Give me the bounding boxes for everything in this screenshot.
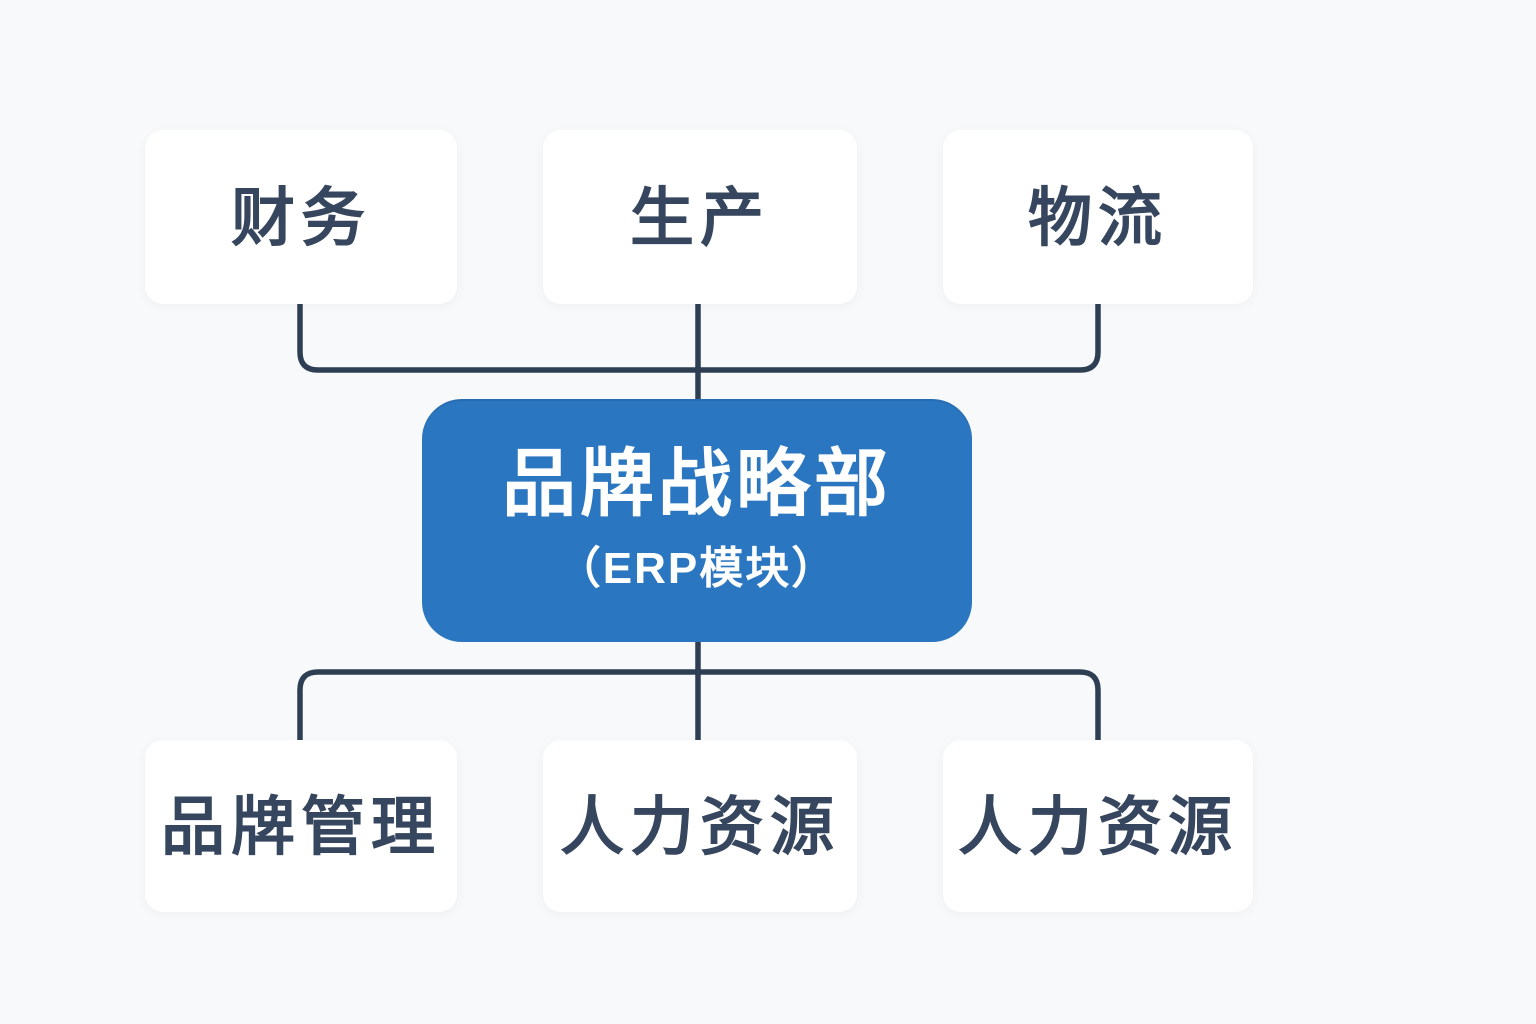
node-brand-strategy-subtitle: （ERP模块） <box>556 544 838 594</box>
node-brand-strategy-dept: 品牌战略部 （ERP模块） <box>422 399 972 642</box>
connector-stroke-group <box>297 304 1101 740</box>
node-human-resources-1-label: 人力资源 <box>560 791 840 863</box>
node-logistics-label: 物流 <box>1028 182 1168 254</box>
node-brand-strategy-title: 品牌战略部 <box>502 441 892 525</box>
node-human-resources-2: 人力资源 <box>943 740 1253 912</box>
node-production: 生产 <box>543 130 857 304</box>
node-finance: 财务 <box>145 130 457 304</box>
node-finance-label: 财务 <box>231 182 371 254</box>
node-human-resources-2-label: 人力资源 <box>958 791 1238 863</box>
node-logistics: 物流 <box>943 130 1253 304</box>
node-human-resources-1: 人力资源 <box>543 740 857 912</box>
node-production-label: 生产 <box>630 182 770 254</box>
node-brand-management-label: 品牌管理 <box>161 791 441 863</box>
node-brand-management: 品牌管理 <box>145 740 457 912</box>
